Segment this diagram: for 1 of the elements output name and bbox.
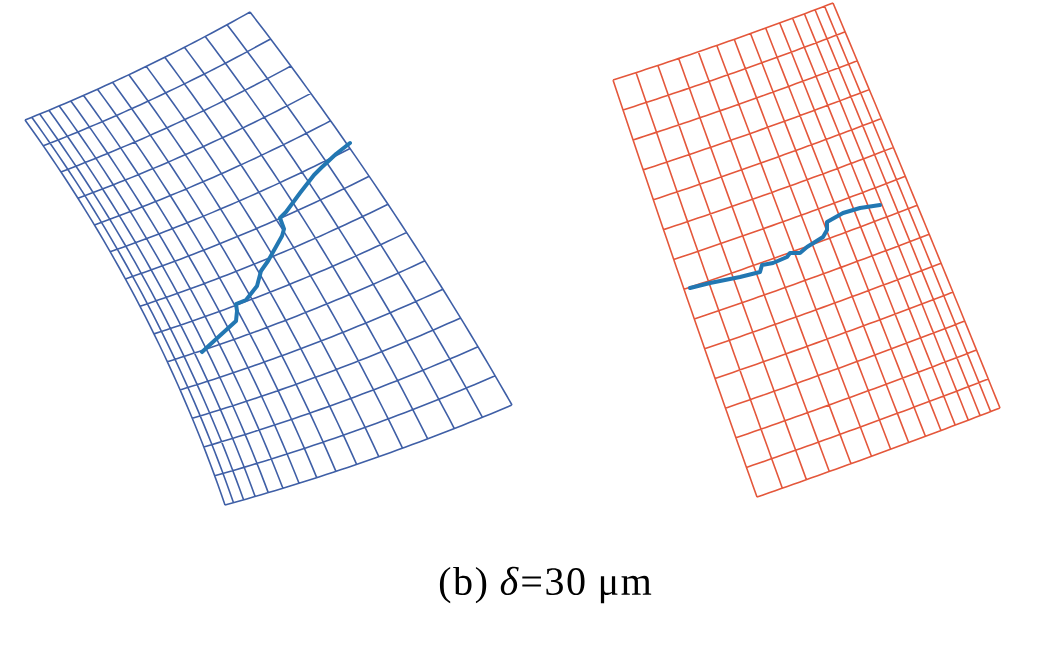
- caption: (b) δ=30 μm: [439, 566, 652, 604]
